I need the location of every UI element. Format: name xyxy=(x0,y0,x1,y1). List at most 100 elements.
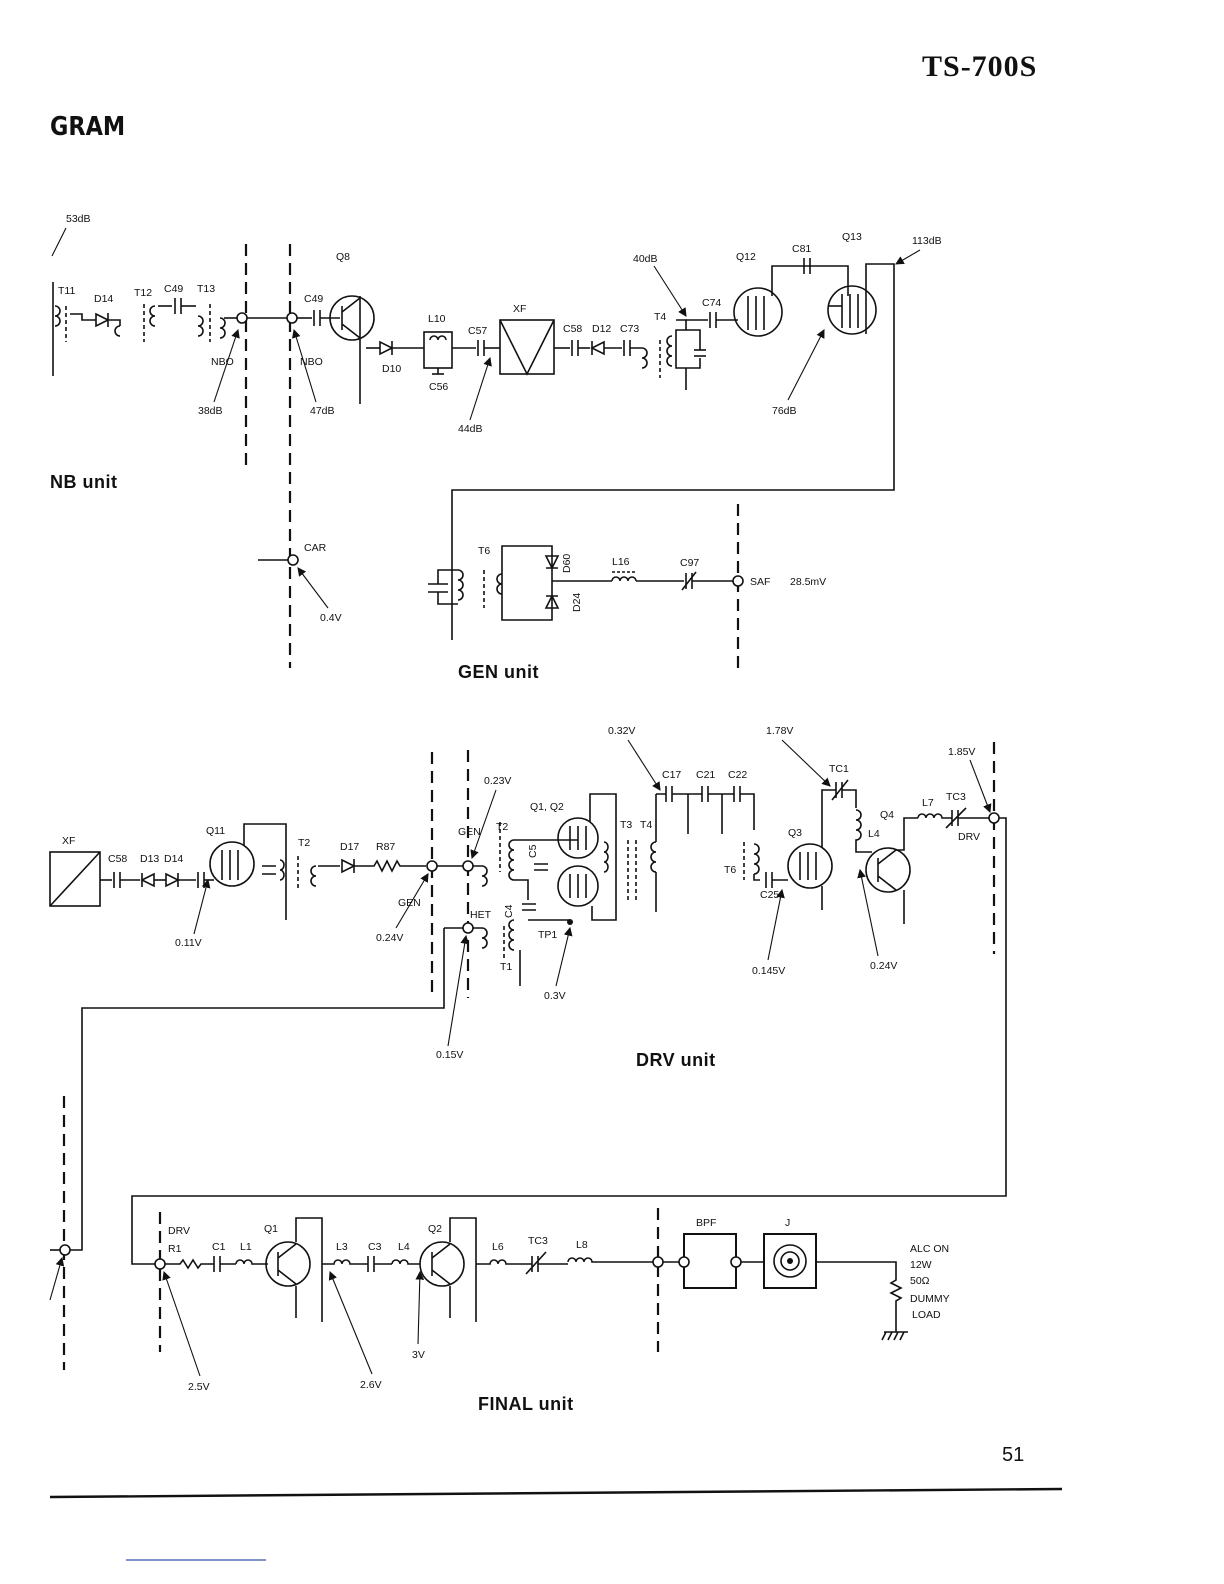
q4-transistor xyxy=(865,847,911,893)
q3-label: Q3 xyxy=(788,827,802,839)
t4-coil xyxy=(650,841,657,873)
saf-port xyxy=(732,575,744,587)
level-arrow xyxy=(470,789,497,860)
drv-label: DRV xyxy=(958,831,980,843)
t6-label: T6 xyxy=(724,864,736,876)
t13-secondary xyxy=(219,317,226,339)
final-unit-diagram: DRV R1 C1 L1 Q1 L3 C3 L4 Q2 xyxy=(49,1096,950,1393)
ground-icon xyxy=(881,1331,908,1341)
t4-tank xyxy=(675,319,701,369)
level-arrow xyxy=(51,227,67,257)
het-port xyxy=(462,922,474,934)
c17-c21-c22-chain xyxy=(656,786,755,830)
level-out: 113dB xyxy=(912,235,942,247)
l4-label: L4 xyxy=(868,828,880,840)
wire xyxy=(437,569,458,605)
final-unit-label: FINAL unit xyxy=(478,1394,574,1414)
saf-label: SAF xyxy=(750,576,770,588)
tc3-cap xyxy=(951,810,989,826)
level-arrow xyxy=(292,328,317,403)
gen-unit-label: GEN unit xyxy=(458,662,539,682)
d24-label: D24 xyxy=(571,593,583,612)
level-arrow xyxy=(787,329,825,401)
level-c57: 44dB xyxy=(458,423,483,435)
page-rule xyxy=(49,1487,1063,1499)
xf-symbol xyxy=(499,319,555,376)
level-nbo1: 38dB xyxy=(198,405,223,417)
level-arrow xyxy=(469,356,492,421)
wire xyxy=(514,839,578,900)
j-center xyxy=(787,1258,793,1264)
gen2-label: GEN xyxy=(458,826,481,838)
xf-label: XF xyxy=(513,303,526,315)
c17-label: C17 xyxy=(662,769,681,781)
q11-label: Q11 xyxy=(206,825,225,837)
dummy-load-resistor xyxy=(816,1261,903,1332)
final-q1-label: Q1 xyxy=(264,1223,278,1235)
d13-diode xyxy=(140,872,155,888)
nb-unit-label: NB unit xyxy=(50,472,118,492)
level-arrow xyxy=(415,1270,425,1345)
gen-mixer-frame xyxy=(501,545,553,621)
q1-leads xyxy=(277,1243,297,1285)
t4-coil xyxy=(666,335,673,367)
wire xyxy=(243,823,287,920)
level-arrow xyxy=(627,739,661,791)
nbo1-port xyxy=(236,312,248,324)
level-arrow xyxy=(767,888,785,961)
q8-label: Q8 xyxy=(336,251,350,263)
q12-gates xyxy=(747,296,765,330)
wire xyxy=(896,817,918,924)
tc1-label: TC1 xyxy=(829,763,849,775)
t1-label: T1 xyxy=(500,961,512,973)
coil xyxy=(473,865,488,887)
level-c25: 0.145V xyxy=(752,965,785,977)
c58-label: C58 xyxy=(563,323,582,335)
c81-label: C81 xyxy=(792,243,811,255)
gen1-label: GEN xyxy=(398,897,421,909)
t1-coil xyxy=(508,919,515,951)
q8-leads xyxy=(341,297,361,339)
t13-label: T13 xyxy=(197,283,215,295)
d14-label: D14 xyxy=(94,293,113,305)
level-tp1: 0.3V xyxy=(544,990,566,1002)
level-nbo2: 47dB xyxy=(310,405,335,417)
bpf-label: BPF xyxy=(696,1217,716,1229)
c97-trim xyxy=(681,571,697,591)
d14-label: D14 xyxy=(164,853,183,865)
c22-label: C22 xyxy=(728,769,747,781)
j-label: J xyxy=(785,1217,790,1229)
wire xyxy=(70,313,96,321)
q4-label: Q4 xyxy=(880,809,894,821)
q11-gates xyxy=(221,850,239,880)
r1-resistor xyxy=(165,1258,210,1270)
final-q2-label: Q2 xyxy=(428,1223,442,1235)
xf-filter xyxy=(49,851,101,907)
final-drv-label: DRV xyxy=(168,1225,190,1237)
d10-diode xyxy=(379,340,394,356)
xf-label: XF xyxy=(62,835,75,847)
c4-label: C4 xyxy=(503,904,515,918)
c73-label: C73 xyxy=(620,323,639,335)
d60-label: D60 xyxy=(561,554,573,573)
r87-resistor xyxy=(354,859,426,873)
nbo1-label: NBO xyxy=(211,356,234,368)
level-arrow xyxy=(193,878,211,935)
c1-label: C1 xyxy=(212,1241,226,1253)
d13-label: D13 xyxy=(140,853,159,865)
level-arrow xyxy=(781,739,831,787)
tc1-cap xyxy=(830,782,857,808)
drv-to-final-wire xyxy=(131,817,1007,1265)
level-arrow xyxy=(555,926,573,987)
tc3-trim xyxy=(525,1251,547,1275)
bpf-in xyxy=(678,1256,690,1268)
final-drv-port xyxy=(154,1258,166,1270)
level-arrow xyxy=(969,759,992,814)
d17-diode xyxy=(341,858,356,874)
j-ring xyxy=(780,1251,800,1271)
t2-cap xyxy=(262,865,276,875)
q1-gates xyxy=(569,826,587,850)
level-t4: 40dB xyxy=(633,253,658,265)
q13-gates xyxy=(841,294,859,328)
final-l4-label: L4 xyxy=(398,1241,410,1253)
